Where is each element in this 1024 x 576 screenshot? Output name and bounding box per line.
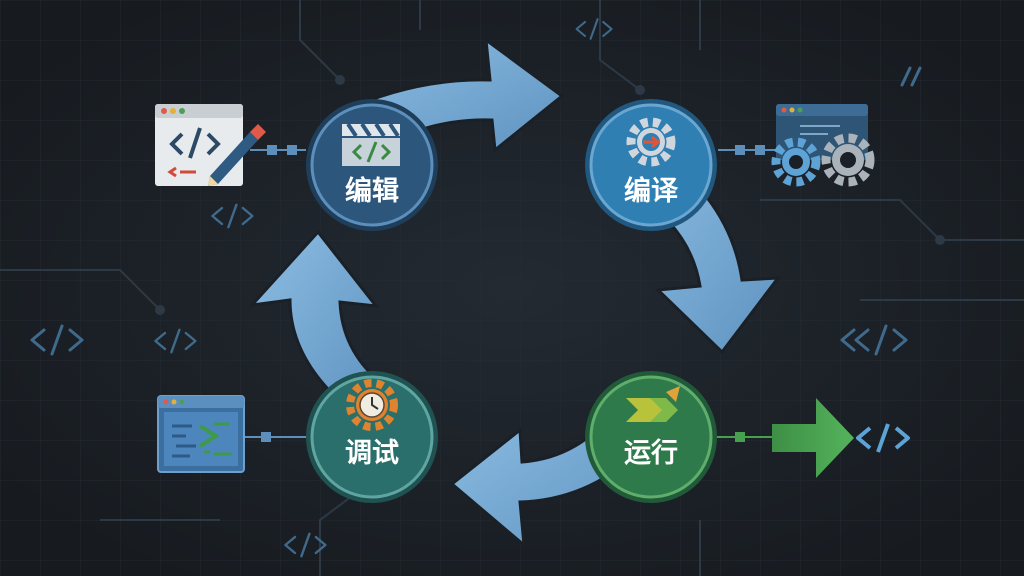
double-chevron-icon [626, 386, 680, 422]
node-label-run: 运行 [624, 437, 678, 469]
slash-icon [900, 66, 922, 87]
node-run: 运行 [585, 371, 717, 503]
node-label-debug: 调试 [345, 438, 399, 469]
gear-clock-icon [346, 379, 398, 431]
node-label-compile: 编译 [624, 175, 679, 207]
connectors [244, 145, 778, 442]
code-tag-icon [154, 328, 197, 354]
node-edit: 编辑 [306, 99, 438, 231]
node-debug: 调试 [306, 371, 438, 503]
terminal-window-icon [157, 395, 245, 473]
settings-gears-window-icon [771, 104, 875, 187]
gear-arrow-icon [626, 117, 676, 167]
code-tag-icon [30, 324, 84, 356]
code-tag-icon [284, 532, 327, 558]
code-editor-pencil-icon [155, 104, 266, 186]
code-tag-icon [211, 203, 254, 229]
code-tag-icon [840, 324, 908, 356]
arrow-debug-to-edit [248, 229, 383, 412]
node-compile: 编译 [585, 99, 717, 231]
code-tag-icon [575, 18, 613, 40]
green-arrow-code-icon [772, 398, 910, 478]
node-label-edit: 编辑 [345, 175, 399, 207]
clapperboard-code-icon [342, 122, 400, 166]
